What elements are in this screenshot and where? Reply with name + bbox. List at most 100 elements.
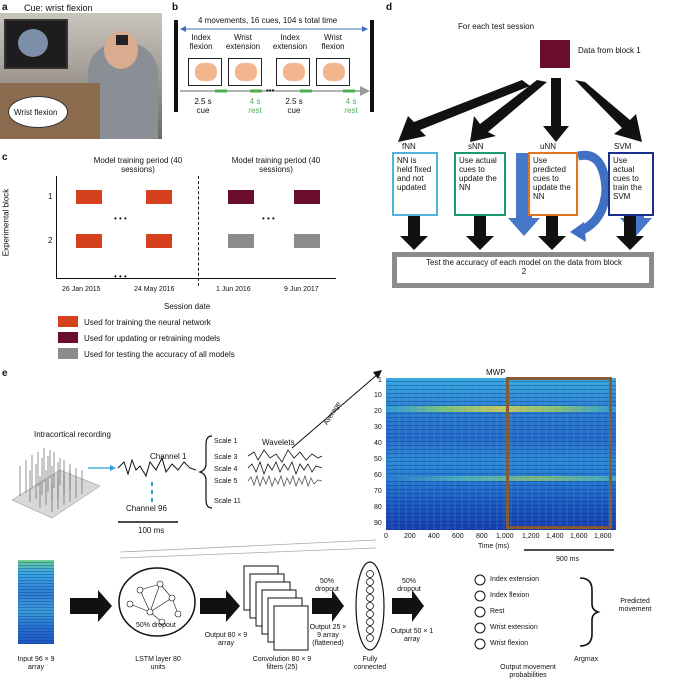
output-2: Output 25 × 9 array (flattened) bbox=[309, 624, 347, 647]
legend-swatch-train bbox=[58, 316, 78, 327]
block-1-train-a bbox=[76, 190, 102, 204]
cue-title-overlay: Cue: wrist flexion bbox=[24, 3, 93, 13]
period-divider bbox=[198, 176, 199, 286]
data-block-square bbox=[540, 40, 570, 68]
mwp-ytick-10: 10 bbox=[374, 392, 382, 399]
movement-4: Wrist flexion bbox=[321, 33, 345, 51]
mwp-xlabel: Time (ms) bbox=[478, 543, 510, 550]
movement-3: Index extension bbox=[272, 33, 308, 51]
class-index-flexion: Index flexion bbox=[490, 592, 530, 599]
recording-label: Intracortical recording bbox=[34, 430, 111, 439]
legend-update: Used for updating or retraining models bbox=[84, 334, 221, 343]
channel-1-label: Channel 1 bbox=[150, 452, 187, 461]
cue-label-2: 2.5 s cue bbox=[285, 97, 303, 115]
block-1-update-a bbox=[228, 190, 254, 204]
implant-connector bbox=[116, 35, 128, 45]
mwp-ytick-40: 40 bbox=[374, 440, 382, 447]
mwp-highlight-band-2 bbox=[386, 476, 616, 481]
xtick-2: 24 May 2016 bbox=[134, 286, 175, 293]
mwp-ytick-90: 90 bbox=[374, 520, 382, 527]
cue-label-1: 2.5 s cue bbox=[194, 97, 212, 115]
mwp-ytick-30: 30 bbox=[374, 424, 382, 431]
output-1: Output 80 × 9 array bbox=[204, 632, 248, 647]
movement-1: Index flexion bbox=[189, 33, 213, 51]
scale-5: Scale 5 bbox=[214, 478, 238, 485]
predicted-label: Predicted movement bbox=[618, 598, 652, 613]
input-label: Input 96 × 9 array bbox=[17, 656, 55, 671]
block-2-train-a bbox=[76, 234, 102, 248]
model-snn-box: Use actual cues to update the NN bbox=[454, 152, 506, 216]
scale-11: Scale 11 bbox=[214, 498, 241, 505]
ellipsis-c2: • • • bbox=[262, 214, 275, 223]
mwp-ytick-80: 80 bbox=[374, 504, 382, 511]
period-label-1: Model training period (40 sessions) bbox=[93, 156, 183, 174]
probs-label: Output movement probabilities bbox=[500, 664, 556, 679]
data-block-label: Data from block 1 bbox=[578, 46, 641, 55]
mwp-title: MWP bbox=[486, 368, 506, 377]
model-fnn-box: NN is held fixed and not updated bbox=[392, 152, 438, 216]
mwp-xtick-1800: 1,800 bbox=[594, 533, 612, 540]
model-svm-text: Use actual cues to train the SVM bbox=[613, 156, 642, 201]
mwp-xtick-1400: 1,400 bbox=[546, 533, 564, 540]
ellipsis-b: ••• bbox=[266, 86, 275, 95]
scalebar-100ms: 100 ms bbox=[138, 526, 165, 535]
mwp-xtick-800: 800 bbox=[476, 533, 488, 540]
ellipsis-c3: • • • bbox=[114, 272, 127, 281]
panel-d-label: d bbox=[386, 2, 393, 13]
block-2-test-a bbox=[228, 234, 254, 248]
cue-screen-3 bbox=[276, 58, 310, 86]
ellipsis-c1: • • • bbox=[114, 214, 127, 223]
mwp-xtick-600: 600 bbox=[452, 533, 464, 540]
model-fnn-text: NN is held fixed and not updated bbox=[397, 156, 432, 192]
mwp-xtick-400: 400 bbox=[428, 533, 440, 540]
xtick-3: 1 Jun 2016 bbox=[216, 286, 251, 293]
legend-train: Used for training the neural network bbox=[84, 318, 211, 327]
lstm-label: LSTM layer 80 units bbox=[135, 656, 181, 671]
movement-2: Wrist extension bbox=[225, 33, 261, 51]
mwp-xtick-1600: 1,600 bbox=[570, 533, 588, 540]
thought-bubble-text: Wrist flexion bbox=[14, 108, 58, 117]
legend-test: Used for testing the accuracy of all mod… bbox=[84, 350, 235, 359]
monitor bbox=[4, 19, 68, 69]
model-svm-box: Use actual cues to train the SVM bbox=[608, 152, 654, 216]
cue-screen-4 bbox=[316, 58, 350, 86]
block-2-train-b bbox=[146, 234, 172, 248]
mwp-ytick-70: 70 bbox=[374, 488, 382, 495]
conv-label: Convolution 80 × 9 filters (25) bbox=[252, 656, 312, 671]
xtick-1: 26 Jan 2015 bbox=[62, 286, 101, 293]
block-1-train-b bbox=[146, 190, 172, 204]
input-array bbox=[18, 560, 54, 644]
class-wrist-flexion: Wrist flexion bbox=[490, 640, 528, 647]
scale-4: Scale 4 bbox=[214, 466, 238, 473]
block-2-test-b bbox=[294, 234, 320, 248]
rest-label-1: 4 s rest bbox=[248, 97, 262, 115]
model-unn-text: Use predicted cues to update the NN bbox=[533, 156, 571, 201]
mwp-xtick-200: 200 bbox=[404, 533, 416, 540]
dropout-1: 50% dropout bbox=[136, 622, 176, 629]
mwp-ytick-60: 60 bbox=[374, 472, 382, 479]
panel-e-label: e bbox=[2, 368, 8, 379]
c-xaxis bbox=[56, 278, 336, 279]
legend-swatch-update bbox=[58, 332, 78, 343]
model-unn-box: Use predicted cues to update the NN bbox=[528, 152, 578, 216]
mwp-xtick-1200: 1,200 bbox=[522, 533, 540, 540]
hand-icon bbox=[323, 63, 345, 81]
xtick-4: 9 Jun 2017 bbox=[284, 286, 319, 293]
hand-icon bbox=[235, 63, 257, 81]
ytick-2: 2 bbox=[48, 236, 53, 245]
model-snn-text: Use actual cues to update the NN bbox=[459, 156, 497, 192]
mwp-xtick-1000: 1,000 bbox=[496, 533, 514, 540]
end-bar bbox=[370, 20, 374, 112]
class-wrist-extension: Wrist extension bbox=[490, 624, 538, 631]
output-3: Output 50 × 1 array bbox=[390, 628, 434, 643]
model-svm-name: SVM bbox=[614, 142, 632, 151]
period-label-2: Model training period (40 sessions) bbox=[231, 156, 321, 174]
hand-icon bbox=[283, 63, 305, 81]
panel-d-header: For each test session bbox=[458, 22, 535, 31]
test-accuracy-text: Test the accuracy of each model on the d… bbox=[425, 258, 623, 276]
c-yaxis bbox=[56, 176, 57, 278]
dropout-2: 50% dropout bbox=[315, 578, 339, 593]
hand-icon bbox=[195, 63, 217, 81]
mwp-window bbox=[506, 377, 612, 529]
